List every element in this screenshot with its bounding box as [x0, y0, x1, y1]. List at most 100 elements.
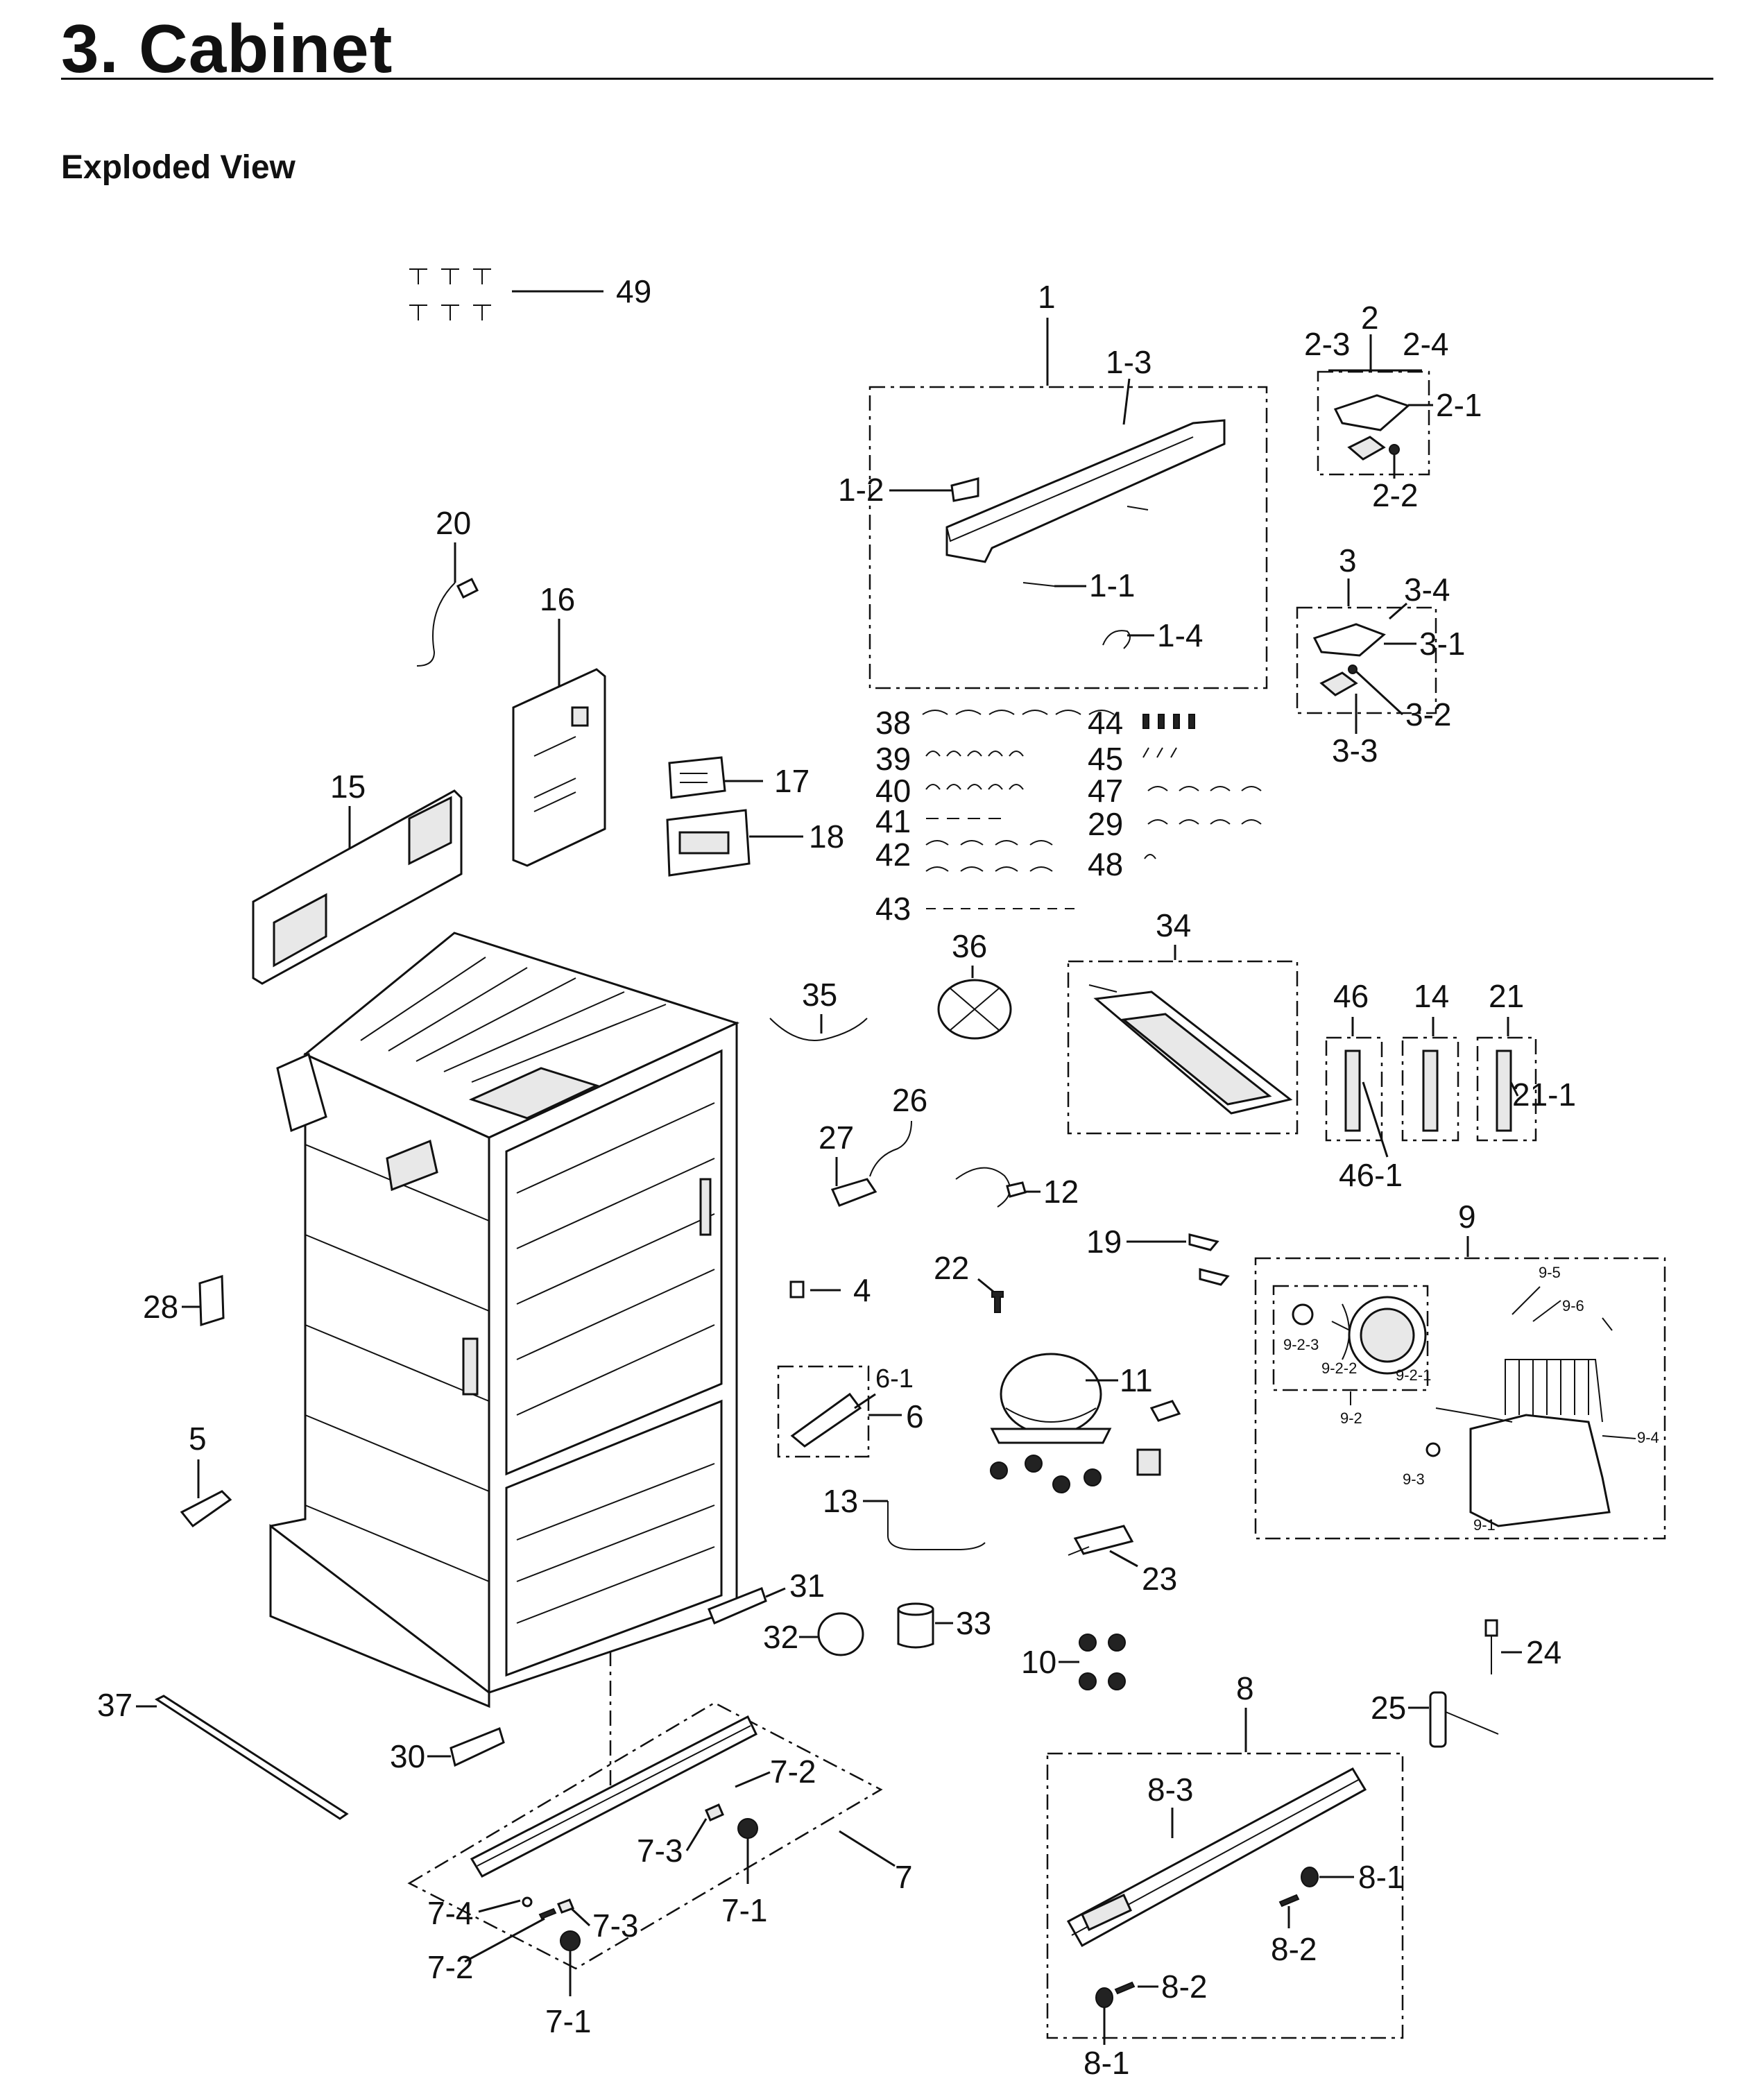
label-5: 5 — [189, 1421, 207, 1457]
part-7-group: 7-2 7-3 7-1 7 7-4 7-3 7-2 7-1 — [407, 1701, 913, 2039]
label-14: 14 — [1414, 978, 1449, 1014]
label-38: 38 — [875, 705, 911, 741]
label-2-3: 2-3 — [1304, 326, 1350, 362]
label-25: 25 — [1371, 1690, 1406, 1726]
label-8-2b: 8-2 — [1161, 1969, 1207, 2005]
label-28: 28 — [143, 1289, 178, 1325]
label-34: 34 — [1156, 907, 1191, 943]
label-1-1: 1-1 — [1089, 567, 1135, 603]
part-32-33: 32 33 — [763, 1602, 991, 1656]
label-2: 2 — [1361, 300, 1379, 336]
label-10: 10 — [1021, 1644, 1056, 1680]
label-9-2: 9-2 — [1340, 1409, 1362, 1427]
label-3-1: 3-1 — [1419, 626, 1465, 662]
label-46: 46 — [1333, 978, 1369, 1014]
label-21-1: 21-1 — [1512, 1077, 1576, 1113]
part-2-group: 2 2-3 2-4 2-1 2-2 — [1304, 300, 1482, 513]
label-30: 30 — [390, 1738, 425, 1774]
label-46-1: 46-1 — [1339, 1157, 1403, 1193]
label-15: 15 — [330, 769, 366, 805]
label-8: 8 — [1236, 1670, 1254, 1706]
hardware-list: 38 39 40 41 42 43 44 45 47 29 48 — [875, 705, 1262, 927]
label-21: 21 — [1489, 978, 1524, 1014]
label-8-3: 8-3 — [1147, 1772, 1193, 1808]
label-2-1: 2-1 — [1436, 387, 1482, 423]
label-3-2: 3-2 — [1405, 696, 1451, 732]
label-7-1a: 7-1 — [721, 1892, 767, 1928]
label-24: 24 — [1526, 1634, 1561, 1670]
part-26-27-12: 26 27 12 — [819, 1082, 1079, 1210]
label-6-1: 6-1 — [875, 1364, 914, 1394]
label-17: 17 — [774, 763, 810, 799]
label-4: 4 — [853, 1272, 871, 1308]
label-9-1: 9-1 — [1473, 1516, 1496, 1534]
part-35-36: 35 36 — [769, 928, 1012, 1041]
label-35: 35 — [802, 977, 837, 1013]
label-1-2: 1-2 — [838, 472, 884, 508]
part-28: 28 — [143, 1274, 225, 1327]
part-16-cover-panel: 16 — [512, 581, 606, 867]
part-30-31: 30 31 — [390, 1568, 825, 1774]
part-24-25: 24 25 — [1371, 1619, 1561, 1748]
part-17-18-pcbs: 17 18 — [666, 756, 844, 877]
label-44: 44 — [1088, 705, 1123, 741]
part-46-14-21: 46 46-1 14 21 21-1 — [1325, 978, 1576, 1193]
label-49: 49 — [616, 273, 651, 309]
label-7-2b: 7-2 — [427, 1949, 473, 1985]
part-13-23: 13 23 — [823, 1483, 1177, 1597]
label-12: 12 — [1043, 1174, 1079, 1210]
part-15-rear-panel: 15 — [252, 769, 463, 985]
label-7-2a: 7-2 — [770, 1754, 816, 1790]
label-45: 45 — [1088, 741, 1123, 777]
label-39: 39 — [875, 741, 911, 777]
label-2-4: 2-4 — [1403, 326, 1448, 362]
part-1-group: 1 1-3 1-2 1-1 1-4 — [838, 279, 1268, 689]
label-43: 43 — [875, 891, 911, 927]
label-3-3: 3-3 — [1332, 732, 1378, 769]
label-22: 22 — [934, 1250, 969, 1286]
label-9-2-1: 9-2-1 — [1396, 1366, 1431, 1384]
part-37: 37 — [97, 1687, 349, 1820]
label-41: 41 — [875, 803, 911, 839]
title-rule — [61, 78, 1713, 80]
part-20-power-cord: 20 — [416, 505, 479, 667]
label-7-4: 7-4 — [427, 1895, 473, 1931]
label-26: 26 — [892, 1082, 927, 1118]
part-6-group: 6-1 6 — [777, 1364, 924, 1458]
label-40: 40 — [875, 773, 911, 809]
label-27: 27 — [819, 1120, 854, 1156]
label-47: 47 — [1088, 773, 1123, 809]
label-32: 32 — [763, 1619, 798, 1655]
label-7-3a: 7-3 — [637, 1833, 683, 1869]
label-16: 16 — [540, 581, 575, 617]
label-3-4: 3-4 — [1404, 572, 1450, 608]
label-2-2: 2-2 — [1372, 477, 1418, 513]
label-8-2a: 8-2 — [1271, 1931, 1317, 1967]
label-36: 36 — [952, 928, 987, 964]
part-8-group: 8 8-3 8-1 8-2 8-2 8-1 — [1046, 1670, 1404, 2081]
part-4-22-19: 4 22 19 — [789, 1224, 1230, 1313]
label-48: 48 — [1088, 846, 1123, 882]
part-9-group: 9 9-2-3 9-2-2 9-2-1 9-2 9-5 9-6 9-4 9-3 … — [1254, 1199, 1666, 1540]
part-5: 5 — [180, 1421, 232, 1528]
label-9-2-2: 9-2-2 — [1321, 1360, 1357, 1377]
label-9-3: 9-3 — [1403, 1471, 1425, 1488]
label-9-5: 9-5 — [1539, 1264, 1561, 1281]
label-9-2-3: 9-2-3 — [1283, 1336, 1319, 1353]
label-7-3b: 7-3 — [592, 1908, 638, 1944]
label-33: 33 — [956, 1605, 991, 1641]
label-8-1b: 8-1 — [1084, 2045, 1129, 2081]
label-1-4: 1-4 — [1157, 617, 1203, 653]
label-6: 6 — [906, 1398, 924, 1434]
label-23: 23 — [1142, 1561, 1177, 1597]
main-cabinet — [269, 932, 740, 1790]
label-7: 7 — [895, 1859, 913, 1895]
page-title: 3. Cabinet — [61, 10, 393, 87]
part-10: 10 — [1021, 1634, 1126, 1690]
label-1-3: 1-3 — [1106, 344, 1151, 380]
label-29: 29 — [1088, 806, 1123, 842]
label-3: 3 — [1339, 542, 1357, 578]
label-37: 37 — [97, 1687, 132, 1723]
label-31: 31 — [789, 1568, 825, 1604]
